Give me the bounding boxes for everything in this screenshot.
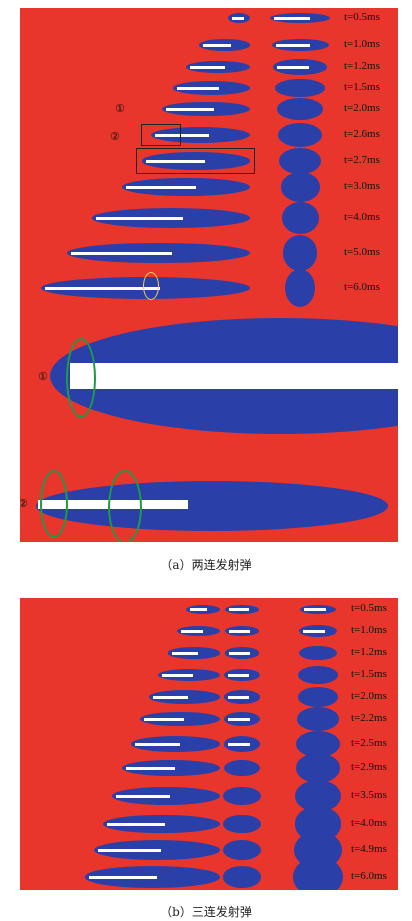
projectile-first: [144, 717, 184, 721]
time-label: t=4.0ms: [351, 817, 387, 829]
projectile-first: [98, 848, 161, 852]
projectile-left: [203, 43, 231, 47]
zoom-marker-two: ②: [20, 497, 28, 510]
cavity-third: [298, 666, 338, 684]
panel-b-caption: （b）三连发射弹: [160, 905, 252, 919]
highlight-box-1: [141, 124, 181, 146]
time-label: t=4.9ms: [351, 843, 387, 855]
time-label: t=2.9ms: [351, 761, 387, 773]
cavity-second: [222, 866, 262, 888]
projectile-right: [277, 65, 309, 69]
projectile-left: [45, 286, 160, 290]
projectile-second: [228, 651, 250, 655]
projectile-second: [228, 717, 250, 721]
projectile-left: [96, 216, 183, 220]
marker-two: ②: [110, 130, 120, 143]
time-label: t=1.5ms: [351, 668, 387, 680]
time-label: t=3.5ms: [351, 789, 387, 801]
projectile-right: [275, 43, 310, 47]
projectile-first: [107, 822, 166, 826]
projectile-first: [134, 742, 180, 746]
cavity-right: [278, 123, 322, 147]
time-label: t=1.2ms: [351, 646, 387, 658]
projectile-second: [228, 695, 250, 699]
zoom-ring-2a: [40, 470, 68, 538]
projectile-first: [190, 607, 207, 611]
cavity-right: [275, 78, 325, 98]
projectile-second: [228, 673, 250, 677]
time-label: t=5.0ms: [344, 246, 380, 258]
projectile-first: [125, 766, 175, 770]
projectile-left: [166, 107, 214, 111]
zoom-ring-1: [66, 338, 96, 418]
time-label: t=0.5ms: [351, 602, 387, 614]
marker-one: ①: [115, 102, 125, 115]
cavity-right: [281, 201, 319, 235]
time-label: t=2.6ms: [344, 128, 380, 140]
cavity-right: [283, 235, 317, 271]
projectile-first: [171, 651, 198, 655]
cavity-third: [297, 707, 339, 731]
cavity-third: [296, 730, 340, 758]
projectile-left: [71, 251, 172, 255]
cavity-third: [297, 686, 339, 708]
panel-a-figure: t=0.5ms t=1.0ms t=1.2ms t=1.5ms t=2.0ms t=2.6…: [20, 8, 398, 542]
time-label: t=6.0ms: [351, 870, 387, 882]
cavity-right: [279, 147, 321, 175]
cavity-second: [223, 814, 261, 834]
panel-b-figure: t=0.5ms t=1.0ms t=1.2ms t=1.5ms t=2.0ms t=2.2…: [20, 598, 398, 890]
projectile-second: [228, 629, 250, 633]
cavity-right: [285, 269, 315, 307]
time-label: t=1.5ms: [344, 81, 380, 93]
cavity-third: [295, 753, 341, 783]
cavity-second: [223, 787, 261, 805]
time-label: t=1.0ms: [351, 624, 387, 636]
time-label: t=4.0ms: [344, 211, 380, 223]
panel-a-caption: （a）两连发射弹: [160, 558, 252, 572]
projectile-first: [153, 695, 189, 699]
time-label: t=1.0ms: [344, 38, 380, 50]
projectile-first: [88, 875, 157, 879]
time-label: t=2.2ms: [351, 712, 387, 724]
time-label: t=3.0ms: [344, 180, 380, 192]
projectile-second: [227, 742, 250, 746]
time-label: t=1.2ms: [344, 60, 380, 72]
time-label: t=0.5ms: [344, 11, 380, 23]
cavity-second: [223, 840, 261, 860]
projectile-left: [146, 159, 205, 163]
cavity-third: [298, 645, 338, 661]
projectile-third: [303, 629, 326, 633]
cavity-right: [280, 172, 320, 202]
projectile-left: [126, 185, 196, 189]
projectile-left: [232, 16, 244, 20]
time-label: t=2.0ms: [351, 690, 387, 702]
zoom-projectile-1: [70, 363, 398, 389]
projectile-left: [190, 65, 225, 69]
highlight-ring-yellow: [143, 272, 159, 300]
time-label: t=2.0ms: [344, 102, 380, 114]
cavity-third: [293, 856, 343, 890]
projectile-first: [116, 794, 171, 798]
projectile-second: [229, 607, 249, 611]
cavity-second: [223, 759, 261, 777]
time-label: t=6.0ms: [344, 281, 380, 293]
projectile-right: [274, 16, 310, 20]
zoom-marker-one: ①: [38, 370, 48, 383]
highlight-box-2: [136, 148, 255, 174]
time-label: t=2.5ms: [351, 737, 387, 749]
projectile-third: [304, 607, 326, 611]
projectile-left: [177, 86, 219, 90]
time-label: t=2.7ms: [344, 154, 380, 166]
zoom-ring-2b: [108, 470, 142, 542]
projectile-first: [180, 629, 203, 633]
projectile-first: [162, 673, 194, 677]
projectile-left: [155, 133, 209, 137]
cavity-right: [277, 98, 323, 120]
